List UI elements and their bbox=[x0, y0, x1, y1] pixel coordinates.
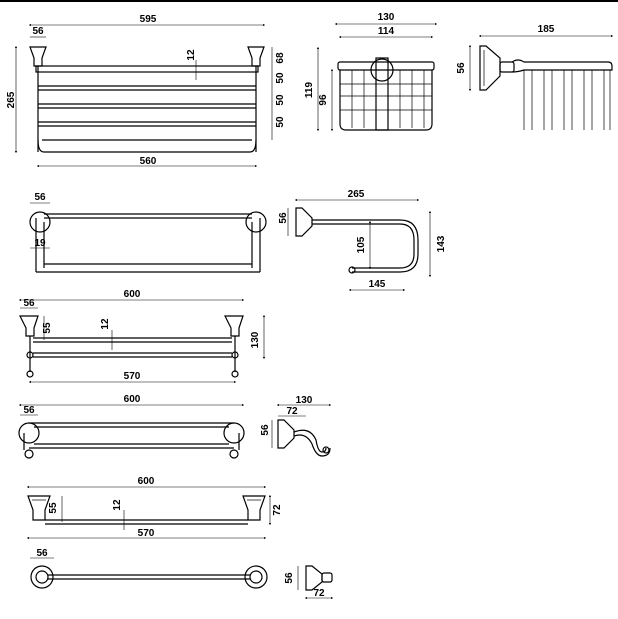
dim-shelf-width: 595 bbox=[140, 14, 157, 25]
dim-paper-inner-height: 105 bbox=[356, 236, 367, 253]
dim-single-offset: 55 bbox=[48, 502, 59, 514]
dim-shelf-bracket: 68 bbox=[275, 52, 286, 64]
rack-top-view: 56 19 bbox=[29, 192, 267, 273]
double-bar-front-view: 600 56 55 12 130 570 bbox=[18, 289, 266, 384]
dim-rack-spacing: 19 bbox=[34, 238, 46, 249]
dim-hook-depth: 72 bbox=[286, 406, 298, 417]
dim-shelf-spacing-3: 50 bbox=[275, 116, 286, 128]
dim-double-rod: 12 bbox=[100, 318, 111, 330]
basket-side-view: 185 56 bbox=[456, 24, 614, 130]
dim-shelf-depth: 56 bbox=[32, 26, 44, 37]
dim-paper-depth: 145 bbox=[369, 279, 386, 290]
dim-single-inner: 570 bbox=[138, 528, 155, 539]
dim-double-inner: 570 bbox=[124, 371, 141, 382]
dim-basket-inner-height: 96 bbox=[318, 94, 329, 106]
dim-basket-width: 130 bbox=[378, 12, 395, 23]
dim-single-top-base: 56 bbox=[36, 548, 48, 559]
dim-rack-base: 56 bbox=[34, 192, 46, 203]
dim-double-top-base: 56 bbox=[23, 405, 35, 416]
dim-single-height: 72 bbox=[272, 504, 283, 516]
dim-bracket-base: 56 bbox=[284, 572, 295, 584]
dim-paper-base: 56 bbox=[278, 212, 289, 224]
single-bar-top-view: 56 bbox=[30, 548, 268, 589]
dim-single-rod: 12 bbox=[112, 499, 123, 511]
dim-basket-side-depth: 56 bbox=[456, 62, 467, 74]
dim-paper-height: 143 bbox=[436, 235, 447, 252]
towel-shelf-front-view: 595 56 265 12 68 50 50 50 560 bbox=[6, 14, 286, 168]
basket-front-view: 130 114 119 96 bbox=[304, 12, 438, 132]
robe-hook-view: 130 72 56 bbox=[260, 395, 332, 457]
small-bracket-view: 56 72 bbox=[284, 565, 334, 600]
dim-basket-height: 119 bbox=[304, 81, 315, 98]
dim-shelf-gap: 12 bbox=[186, 49, 197, 61]
dim-double-base: 56 bbox=[23, 298, 35, 309]
dim-basket-side-width: 185 bbox=[538, 24, 555, 35]
dim-double-width: 600 bbox=[124, 289, 141, 300]
dim-double-height: 130 bbox=[250, 331, 261, 348]
dim-bracket-depth: 72 bbox=[313, 588, 325, 599]
dim-shelf-spacing-2: 50 bbox=[275, 94, 286, 106]
dim-hook-width: 130 bbox=[296, 395, 313, 406]
paper-holder-view: 265 56 105 143 145 bbox=[278, 189, 447, 292]
dim-shelf-inner: 560 bbox=[140, 156, 157, 167]
double-bar-top-view: 600 56 bbox=[18, 394, 245, 459]
single-bar-front-view: 600 55 12 72 570 bbox=[26, 476, 283, 540]
dim-paper-width: 265 bbox=[348, 189, 365, 200]
dim-shelf-spacing-1: 50 bbox=[275, 72, 286, 84]
dim-single-width: 600 bbox=[138, 476, 155, 487]
dim-double-offset: 55 bbox=[42, 322, 53, 334]
dim-shelf-height: 265 bbox=[6, 91, 17, 108]
dim-hook-base: 56 bbox=[260, 424, 271, 436]
dim-basket-inner: 114 bbox=[378, 26, 395, 37]
dim-double-top-width: 600 bbox=[124, 394, 141, 405]
